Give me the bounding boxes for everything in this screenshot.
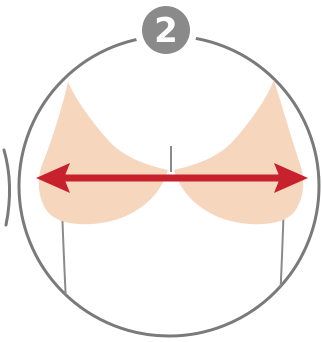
previous-step-circle-edge <box>4 150 10 225</box>
step-number: 2 <box>154 11 178 51</box>
step-badge: 2 <box>137 1 195 59</box>
